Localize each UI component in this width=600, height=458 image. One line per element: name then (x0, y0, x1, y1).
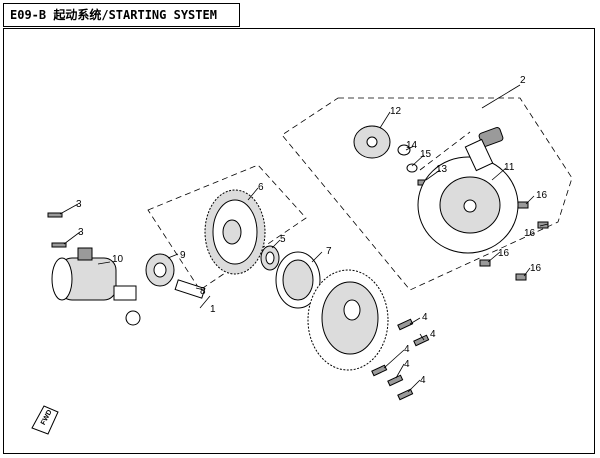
diagram-title: E09-B 起动系统/STARTING SYSTEM (3, 3, 240, 27)
callout-16d: 16 (530, 263, 542, 274)
diagram-frame (3, 28, 595, 454)
callout-10: 10 (112, 254, 124, 265)
group-outline-gear-assembly (147, 164, 307, 291)
callout-11: 11 (504, 162, 515, 173)
bolt (515, 273, 527, 281)
callout-4c: 4 (404, 344, 410, 355)
callout-1: 1 (210, 304, 216, 315)
bolt (371, 364, 388, 377)
callout-8: 8 (200, 286, 206, 297)
callout-4a: 4 (422, 312, 428, 323)
starter-motor (51, 247, 141, 326)
callout-14: 14 (406, 140, 418, 151)
recoil-starter-pulley (353, 125, 391, 159)
callout-4e: 4 (420, 375, 426, 386)
group-outline-recoil-starter (281, 97, 573, 291)
bolt (47, 212, 63, 218)
bolt (397, 388, 414, 401)
callout-6: 6 (258, 182, 264, 193)
bolt (51, 242, 67, 248)
bolt (517, 201, 529, 209)
bolt (397, 318, 414, 331)
callout-2: 2 (520, 75, 526, 86)
callout-4d: 4 (404, 359, 410, 370)
idle-gear (145, 253, 206, 299)
callout-15: 15 (420, 149, 432, 160)
callout-5: 5 (280, 234, 286, 245)
bolt (479, 259, 491, 267)
flywheel (307, 269, 389, 371)
starter-driven-gear (204, 189, 266, 275)
one-way-clutch (275, 251, 321, 309)
bolt (387, 374, 404, 387)
callout-3b: 3 (78, 227, 84, 238)
callout-3a: 3 (76, 199, 82, 210)
washer (397, 144, 411, 156)
callout-7: 7 (326, 246, 332, 257)
washer (406, 163, 418, 173)
callout-12: 12 (390, 106, 402, 117)
callout-13: 13 (436, 164, 448, 175)
callout-16a: 16 (536, 190, 548, 201)
callout-16b: 16 (524, 228, 536, 239)
recoil-starter-housing (417, 127, 519, 254)
callout-16c: 16 (498, 248, 510, 259)
bolt (413, 334, 430, 347)
callout-9: 9 (180, 250, 186, 261)
fwd-arrow-icon: FWD (31, 405, 59, 435)
callout-4b: 4 (430, 329, 436, 340)
